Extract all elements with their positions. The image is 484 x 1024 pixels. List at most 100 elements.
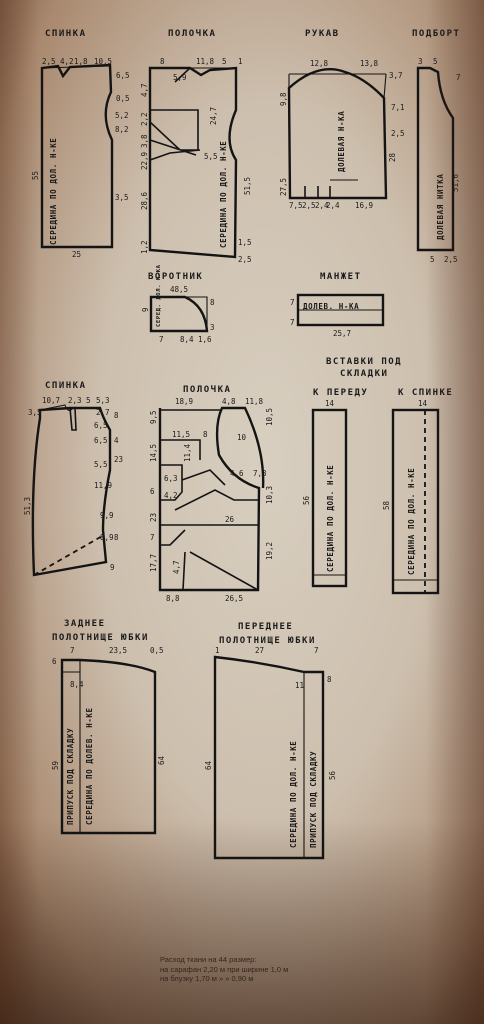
back-skirt-fold-label: ПРИПУСК ПОД СКЛАДКУ	[66, 728, 75, 825]
svg-text:9,9: 9,9	[100, 511, 114, 520]
svg-text:3,5: 3,5	[28, 408, 42, 417]
svg-text:17,7: 17,7	[149, 554, 158, 572]
svg-text:8: 8	[160, 57, 165, 66]
back-skirt-center-label: СЕРЕДИНА ПО ДОЛЕВ. Н-КЕ	[85, 707, 94, 825]
svg-text:51,3: 51,3	[23, 497, 32, 515]
svg-text:10,5: 10,5	[94, 57, 112, 66]
svg-text:28: 28	[388, 152, 397, 162]
inserts-title: ВСТАВКИ ПОД	[326, 357, 402, 367]
svg-text:9: 9	[110, 563, 115, 572]
inserts-title-2: СКЛАДКИ	[340, 369, 388, 379]
svg-text:12,8: 12,8	[310, 59, 329, 68]
svg-text:4,7: 4,7	[172, 560, 181, 574]
svg-text:3: 3	[418, 57, 423, 66]
svg-text:6: 6	[150, 487, 155, 496]
front-skirt-title-1: ПЕРЕДНЕЕ	[238, 622, 293, 632]
svg-text:25,7: 25,7	[333, 329, 351, 338]
svg-text:2,3: 2,3	[68, 396, 82, 405]
svg-text:14: 14	[418, 399, 428, 408]
svg-text:11: 11	[295, 681, 304, 690]
svg-text:5: 5	[222, 57, 227, 66]
svg-text:8: 8	[210, 298, 215, 307]
svg-text:9: 9	[141, 307, 150, 312]
svg-text:26,5: 26,5	[225, 594, 243, 603]
facing-grain-label: ДОЛЕВАЯ НИТКА	[436, 174, 445, 241]
svg-text:48,5: 48,5	[170, 285, 188, 294]
svg-text:51,5: 51,5	[243, 177, 252, 195]
svg-text:8,4: 8,4	[180, 335, 194, 344]
svg-text:23: 23	[149, 513, 158, 522]
sleeve-title: РУКАВ	[305, 29, 340, 39]
svg-text:5: 5	[430, 255, 435, 264]
svg-text:22,9: 22,9	[140, 152, 149, 170]
svg-text:6,5: 6,5	[94, 436, 108, 445]
svg-text:55: 55	[31, 171, 40, 180]
svg-text:8,9: 8,9	[100, 533, 114, 542]
front-skirt-center-label: СЕРЕДИНА ПО ДОЛ. Н-КЕ	[289, 741, 298, 848]
svg-text:11,8: 11,8	[245, 397, 264, 406]
footnote-line-3: на блузку 1,70 м » » 0,90 м	[160, 974, 254, 983]
svg-text:51,6: 51,6	[451, 173, 460, 192]
cuff-grain-label: ДОЛЕВ. Н-КА	[303, 302, 359, 311]
svg-text:64: 64	[204, 760, 213, 770]
svg-text:8: 8	[327, 675, 332, 684]
svg-text:6,5: 6,5	[116, 71, 130, 80]
svg-text:64: 64	[157, 755, 166, 765]
back-bodice-title: СПИНКА	[45, 29, 87, 39]
footnote-line-2: на сарафан 2,20 м при ширине 1,0 м	[160, 964, 289, 974]
svg-text:7: 7	[314, 646, 319, 655]
svg-text:5,3: 5,3	[96, 396, 110, 405]
back-bodice-2-title: СПИНКА	[45, 381, 87, 391]
front-bodice-piece: ПОЛОЧКА СЕРЕДИНА ПО ДОЛ. Н-КЕ 8 11,8 5 1…	[140, 29, 252, 264]
svg-text:16,9: 16,9	[355, 201, 373, 210]
svg-text:9,8: 9,8	[279, 92, 288, 106]
svg-text:11,5: 11,5	[172, 430, 190, 439]
svg-text:10: 10	[237, 433, 247, 442]
svg-text:4,6: 4,6	[230, 469, 244, 478]
footnote-line-1: Расход ткани на 44 размер:	[160, 955, 257, 964]
front-skirt-fold-label: ПРИПУСК ПОД СКЛАДКУ	[309, 751, 318, 848]
back-bodice-grain-label: СЕРЕДИНА ПО ДОЛ. Н-КЕ	[49, 138, 58, 245]
facing-title: ПОДБОРТ	[412, 29, 460, 39]
svg-text:0,5: 0,5	[116, 94, 130, 103]
fabric-consumption-note: Расход ткани на 44 размер: на сарафан 2,…	[160, 955, 370, 984]
svg-text:3,5: 3,5	[115, 193, 129, 202]
svg-text:9,5: 9,5	[149, 410, 158, 424]
svg-text:13,8: 13,8	[360, 59, 379, 68]
svg-text:7: 7	[150, 533, 155, 542]
insert-front-grain-label: СЕРЕДИНА ПО ДОЛ. Н-КЕ	[326, 465, 335, 572]
svg-text:4,2: 4,2	[60, 57, 74, 66]
svg-text:14,5: 14,5	[149, 444, 158, 462]
svg-text:27,5: 27,5	[279, 178, 288, 196]
svg-text:2,5: 2,5	[444, 255, 458, 264]
svg-text:7: 7	[290, 298, 295, 307]
svg-text:11,4: 11,4	[183, 443, 192, 462]
insert-back-title: К СПИНКЕ	[398, 388, 453, 398]
insert-back-grain-label: СЕРЕДИНА ПО ДОЛ. Н-КЕ	[407, 468, 416, 575]
svg-text:4: 4	[114, 436, 119, 445]
svg-text:24,7: 24,7	[209, 107, 218, 125]
insert-front-title: К ПЕРЕДУ	[313, 388, 368, 398]
collar-grain-label: СЕРЕД. ДОЛ. Н-КА	[156, 264, 162, 327]
svg-text:7: 7	[159, 335, 164, 344]
svg-text:14: 14	[325, 399, 335, 408]
svg-text:5,9: 5,9	[173, 73, 187, 82]
svg-text:5,5: 5,5	[204, 152, 218, 161]
svg-text:10,3: 10,3	[265, 486, 274, 504]
sleeve-grain-label: ДОЛЕВАЯ Н-КА	[337, 111, 346, 172]
svg-text:59: 59	[51, 761, 60, 770]
svg-text:6,5: 6,5	[94, 421, 108, 430]
svg-text:56: 56	[328, 770, 337, 780]
svg-text:27: 27	[255, 646, 264, 655]
svg-text:1: 1	[238, 57, 243, 66]
svg-text:11,9: 11,9	[94, 481, 112, 490]
svg-text:5: 5	[433, 57, 438, 66]
facing-piece: ПОДБОРТ ДОЛЕВАЯ НИТКА 3 5 7 51,6 5 2,5	[412, 29, 461, 264]
svg-text:10,5: 10,5	[265, 408, 274, 426]
svg-text:6,3: 6,3	[164, 474, 178, 483]
svg-text:18,9: 18,9	[175, 397, 193, 406]
svg-text:1,6: 1,6	[198, 335, 212, 344]
svg-text:19,2: 19,2	[265, 542, 274, 560]
svg-text:23,5: 23,5	[109, 646, 127, 655]
